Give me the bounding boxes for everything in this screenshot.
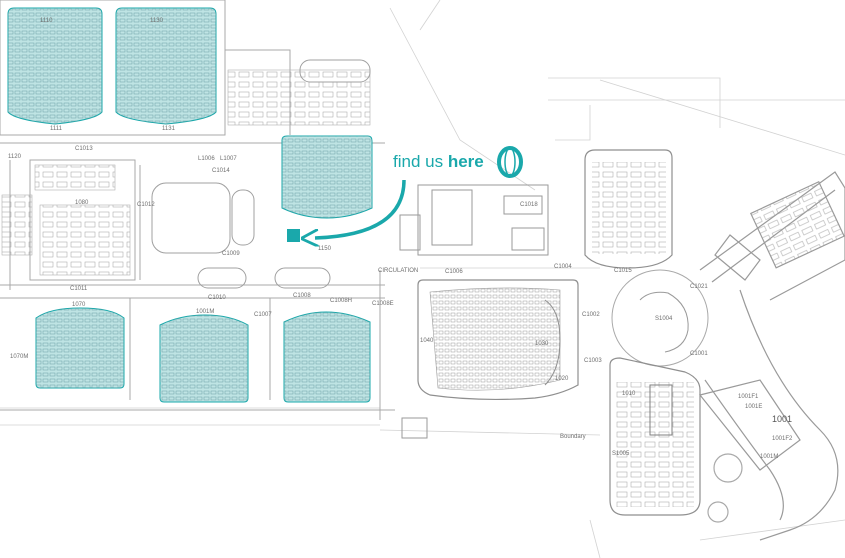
room-1120-furniture [34,164,116,191]
label-1111: 1111 [50,126,63,132]
label-c1021: C1021 [690,284,708,290]
east-pavilion [584,149,709,516]
label-c1011: C1011 [70,286,88,292]
highlighted-lecture-theatres [7,7,373,403]
label-c1014: C1014 [212,168,230,174]
label-1040: 1040 [420,338,434,344]
seminar-room-desks [227,69,371,126]
label-c1009: C1009 [222,251,240,257]
label-c1015: C1015 [614,268,632,274]
label-c1003: C1003 [584,358,602,364]
common-area-desks [1,194,33,256]
label-s1004: S1004 [655,316,673,322]
rounded-meeting-rooms [151,59,371,289]
label-1150: 1150 [318,246,332,252]
label-circulation: CIRCULATION [378,268,418,274]
label-1001e: 1001E [745,404,762,410]
find-us-text: find us here [393,152,484,171]
brand-logo-icon [497,146,523,178]
label-c1001: C1001 [690,351,708,357]
label-1030: 1030 [535,341,549,347]
south-east-wing [698,289,839,541]
label-c1008e: C1008E [372,301,394,307]
label-1001f1: 1001F1 [738,394,759,400]
label-1001f2: 1001F2 [772,436,793,442]
label-1120: 1120 [8,154,22,160]
label-1130: 1130 [150,18,164,24]
label-1001: 1001 [772,414,792,424]
label-1001m: 1001M [760,454,778,460]
label-1070m: 1070M [10,354,28,360]
theatre-1040 [417,279,579,401]
label-c1002: C1002 [582,312,600,318]
label-l1007: L1007 [220,156,237,162]
find-us-prefix: find us [393,152,443,171]
find-us-emphasis: here [448,152,484,171]
label-c1004: C1004 [554,264,572,270]
label-c1010: C1010 [208,295,226,301]
room-labels: 1110 1130 1111 1131 C1013 1120 1080 C101… [8,18,793,460]
location-marker [287,229,300,242]
label-1001m-left: 1001M [196,309,214,315]
label-c1013: C1013 [75,146,93,152]
label-1010: 1010 [622,391,636,397]
label-1110: 1110 [40,18,53,24]
directional-arrow [315,179,406,238]
find-us-callout: find us here [287,146,523,242]
label-1080: 1080 [75,200,89,206]
label-boundary: Boundary [560,434,586,440]
study-area-desks [39,204,131,276]
label-1020: 1020 [555,376,569,382]
label-l1006: L1006 [198,156,215,162]
label-1070: 1070 [72,302,86,308]
label-c1008h: C1008H [330,298,352,304]
label-s1005: S1005 [612,451,630,457]
label-c1006: C1006 [445,269,463,275]
north-east-wing [699,171,845,301]
label-1131: 1131 [162,126,176,132]
label-c1007: C1007 [254,312,272,318]
label-c1008: C1008 [293,293,311,299]
services-core [399,184,549,439]
label-c1018: C1018 [520,202,538,208]
label-c1012: C1012 [137,202,155,208]
